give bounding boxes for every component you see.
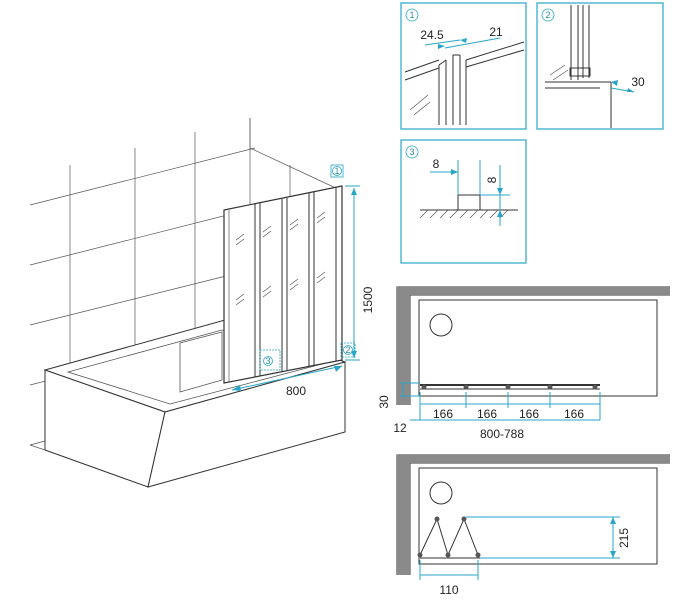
panel-width-1: 166	[433, 407, 453, 421]
panel-width-4: 166	[564, 407, 584, 421]
detail-1: 1 24.5 21	[400, 2, 527, 130]
detail-3: 3 8 8	[400, 139, 527, 264]
svg-text:2: 2	[545, 10, 550, 20]
detail1-dim-b: 21	[489, 25, 503, 39]
callout-1: 1	[330, 164, 344, 178]
folded-depth: 215	[617, 528, 631, 548]
detail3-dim-h: 8	[433, 157, 440, 171]
wall-offset: 30	[377, 395, 391, 409]
detail3-dim-v: 8	[485, 176, 499, 183]
svg-text:3: 3	[409, 147, 414, 157]
detail2-dim: 30	[631, 75, 645, 89]
svg-text:2: 2	[345, 345, 350, 355]
svg-text:1: 1	[334, 166, 339, 176]
folding-screen	[223, 185, 343, 384]
width-dimension: 800	[231, 365, 343, 398]
width-label: 800	[286, 384, 306, 398]
detail1-dim-a: 24.5	[420, 28, 444, 42]
main-isometric-view: 1500 800 1 2 3	[29, 118, 375, 488]
panel-width-2: 166	[477, 407, 497, 421]
plan-view-folded: 215 110	[396, 454, 670, 597]
svg-text:3: 3	[265, 356, 270, 366]
panel-width-3: 166	[519, 407, 539, 421]
total-width: 800-788	[480, 427, 524, 441]
folded-width: 110	[439, 583, 458, 597]
svg-text:1: 1	[409, 10, 414, 20]
detail-2: 2 30	[536, 2, 664, 130]
callout-2: 2	[340, 342, 356, 358]
edge-offset: 12	[393, 421, 407, 435]
plan-view-open: 166 166 166 166 800-788 30 12	[377, 286, 670, 441]
height-label: 1500	[361, 286, 375, 313]
callout-3: 3	[259, 349, 281, 371]
height-dimension: 1500	[345, 185, 375, 361]
